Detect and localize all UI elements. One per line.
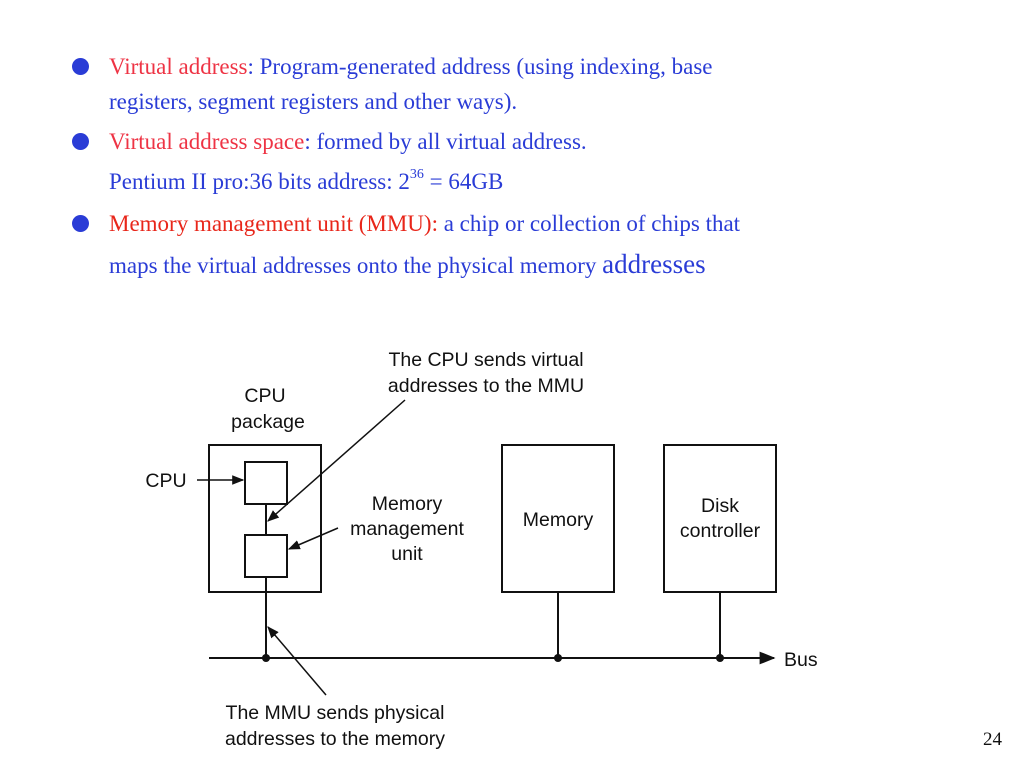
cpu-label: CPU xyxy=(145,470,186,492)
physical-callout-2: addresses to the memory xyxy=(225,728,445,750)
bullet-3-last-word: addresses xyxy=(602,249,706,279)
disk-controller-label-2: controller xyxy=(680,520,761,542)
pentium-exponent: 36 xyxy=(409,167,424,183)
physical-callout-arrow xyxy=(267,626,327,696)
pentium-suffix: = 64GB xyxy=(423,169,504,194)
bus-junction xyxy=(262,654,270,662)
virtual-callout-1: The CPU sends virtual xyxy=(388,349,583,371)
bullet-1-line-1: Virtual address: Program-generated addre… xyxy=(109,53,712,81)
virtual-callout-arrow xyxy=(267,399,406,522)
cpu-chip xyxy=(244,461,288,505)
bus-label: Bus xyxy=(784,649,818,671)
mmu-label-3: unit xyxy=(391,543,423,565)
term-separator: : xyxy=(304,129,311,154)
term-separator: : xyxy=(247,54,254,79)
mmu-label-arrow xyxy=(287,527,339,550)
bullet-3-text-2: maps the virtual addresses onto the phys… xyxy=(109,253,603,278)
pentium-prefix: Pentium II pro:36 bits address: 2 xyxy=(109,169,410,194)
bullet-1-text-1: Program-generated address (using indexin… xyxy=(253,54,713,79)
term-virtual-address: Virtual address xyxy=(109,54,248,79)
mmu-chip xyxy=(244,534,288,578)
bullet-2-text-1: formed by all virtual address. xyxy=(310,129,587,154)
mmu-label-1: Memory xyxy=(372,493,443,515)
bus-junction xyxy=(554,654,562,662)
virtual-callout-2: addresses to the MMU xyxy=(388,375,584,397)
bullet-1-text-2: registers, segment registers and other w… xyxy=(109,89,518,114)
mmu-label-2: management xyxy=(350,518,464,540)
cpu-package-label-2: package xyxy=(231,411,305,433)
disk-controller-box xyxy=(663,444,777,593)
term-mmu: Memory management unit (MMU): xyxy=(109,211,438,236)
physical-callout-1: The MMU sends physical xyxy=(226,702,445,724)
memory-label: Memory xyxy=(523,509,594,531)
bus-junction xyxy=(716,654,724,662)
bullet-3-text-1: a chip or collection of chips that xyxy=(437,211,741,236)
bullet-dot-icon xyxy=(72,133,89,150)
page-number: 24 xyxy=(983,729,1002,750)
cpu-package-label-1: CPU xyxy=(244,385,285,407)
bullet-3-line-1: Memory management unit (MMU): a chip or … xyxy=(109,210,740,238)
bullet-2-line-1: Virtual address space: formed by all vir… xyxy=(109,128,587,156)
bullet-dot-icon xyxy=(72,58,89,75)
term-virtual-address-space: Virtual address space xyxy=(109,129,305,154)
pentium-address-line: Pentium II pro:36 bits address: 236 = 64… xyxy=(109,168,503,196)
bullet-dot-icon xyxy=(72,215,89,232)
disk-controller-label-1: Disk xyxy=(701,495,739,517)
bullet-3-line-2: maps the virtual addresses onto the phys… xyxy=(109,250,706,280)
